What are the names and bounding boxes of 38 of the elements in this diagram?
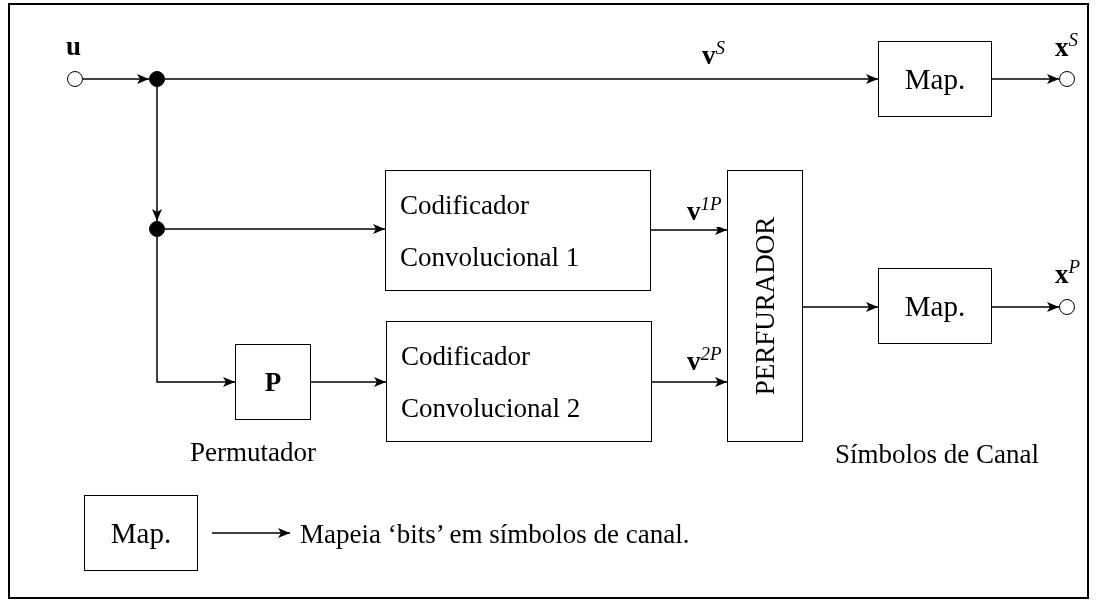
arrow — [156, 236, 236, 387]
process-box — [235, 344, 311, 420]
terminal-circle — [1059, 299, 1075, 315]
process-box — [84, 495, 198, 571]
process-box — [386, 321, 652, 442]
process-box — [385, 170, 651, 291]
box-label: Map. — [110, 516, 172, 551]
junction-dot — [149, 221, 165, 237]
arrow — [211, 528, 291, 538]
signal-label: x$^{P}$ — [1055, 257, 1081, 290]
signal-label: x$^{S}$ — [1055, 30, 1078, 63]
box-label: Codificador Convolucional 1 — [400, 188, 581, 274]
arrow — [991, 302, 1060, 312]
terminal-circle — [1059, 71, 1075, 87]
process-box — [878, 268, 992, 344]
box-label: Map. — [904, 289, 966, 324]
junction-dot — [149, 71, 165, 87]
arrow — [651, 377, 728, 387]
signal-label: u — [66, 32, 82, 62]
terminal-circle — [67, 71, 83, 87]
arrow — [82, 74, 150, 84]
arrow — [991, 74, 1060, 84]
caption: Símbolos de Canal — [835, 440, 1039, 470]
process-box — [727, 170, 803, 442]
note-text: Mapeia ‘bits’ em símbolos de canal. — [300, 518, 690, 551]
box-label: Map. — [904, 62, 966, 97]
box-label: P — [264, 366, 282, 399]
edge-label: v$^{1P}$ — [685, 194, 724, 227]
process-box — [878, 41, 992, 117]
box-label: PERFURADOR — [749, 216, 781, 396]
box-label: Codificador Convolucional 2 — [401, 339, 582, 425]
arrow — [164, 224, 386, 234]
node-label: Permutador — [190, 438, 316, 468]
arrow — [152, 86, 162, 222]
arrow — [802, 302, 879, 312]
arrow — [310, 377, 387, 387]
arrow — [164, 74, 879, 84]
arrow — [650, 225, 728, 235]
